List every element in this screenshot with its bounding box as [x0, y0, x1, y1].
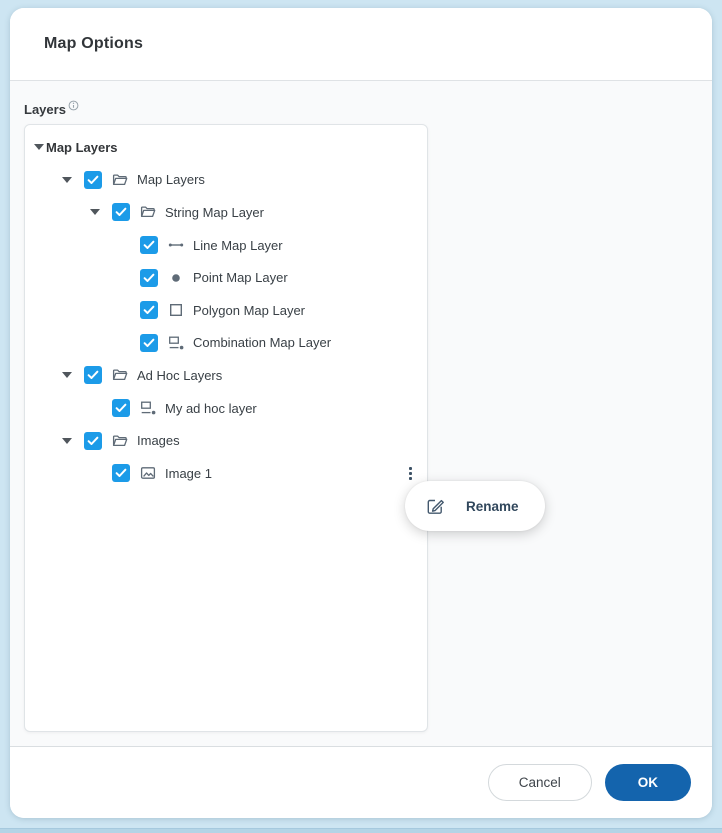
expander-icon[interactable] — [90, 209, 112, 216]
tree-row-label: My ad hoc layer — [165, 400, 257, 416]
expander-icon[interactable] — [62, 176, 84, 183]
tree-row-label: String Map Layer — [165, 204, 264, 220]
checkbox[interactable] — [112, 203, 130, 222]
checkbox[interactable] — [140, 301, 158, 320]
dialog-title: Map Options — [44, 35, 144, 52]
tree-row-line-map-layer[interactable]: Line Map Layer — [25, 229, 427, 262]
tree-row-label: Point Map Layer — [193, 270, 288, 286]
tree-row-image-1[interactable]: Image 1 — [25, 457, 427, 490]
tree-row-map-layers[interactable]: Map Layers — [25, 164, 427, 197]
point-icon — [167, 269, 185, 287]
folder-icon — [111, 366, 129, 384]
dialog-header: Map Options — [10, 8, 712, 81]
folder-icon — [139, 203, 157, 221]
checkbox[interactable] — [84, 366, 102, 385]
ok-button[interactable]: OK — [604, 764, 691, 801]
checkbox[interactable] — [140, 333, 158, 352]
folder-icon — [111, 171, 129, 189]
tree-row-point-map-layer[interactable]: Point Map Layer — [25, 261, 427, 294]
tree-row-ad-hoc-layers[interactable]: Ad Hoc Layers — [25, 359, 427, 392]
rename-label: Rename — [466, 498, 519, 514]
expander-icon[interactable] — [34, 144, 46, 151]
kebab-menu-icon[interactable] — [407, 465, 414, 482]
polygon-icon — [167, 301, 185, 319]
checkbox[interactable] — [112, 399, 130, 418]
checkbox[interactable] — [84, 170, 102, 189]
layers-label-row: Layers — [24, 100, 712, 117]
checkbox[interactable] — [140, 236, 158, 255]
checkbox[interactable] — [112, 464, 130, 483]
tree-row-label: Line Map Layer — [193, 237, 283, 253]
combination-icon — [139, 399, 157, 417]
cancel-button[interactable]: Cancel — [487, 764, 592, 801]
tree-row-polygon-map-layer[interactable]: Polygon Map Layer — [25, 294, 427, 327]
tree-row-images[interactable]: Images — [25, 424, 427, 457]
info-icon[interactable] — [68, 100, 79, 111]
checkbox[interactable] — [140, 268, 158, 287]
rename-menu-item[interactable]: Rename — [405, 481, 545, 531]
tree-row-label: Polygon Map Layer — [193, 302, 306, 318]
tree-row-label: Map Layers — [137, 172, 205, 188]
tree-row-label: Combination Map Layer — [193, 335, 332, 351]
layers-label: Layers — [24, 102, 66, 117]
dialog-footer: Cancel OK — [10, 746, 712, 818]
rename-context-menu: Rename — [405, 481, 545, 531]
checkbox[interactable] — [84, 431, 102, 450]
edit-icon — [425, 496, 445, 516]
expander-icon[interactable] — [62, 372, 84, 379]
line-icon — [167, 236, 185, 254]
tree-row-label: Image 1 — [165, 465, 212, 481]
folder-icon — [111, 432, 129, 450]
image-icon — [139, 464, 157, 482]
page-bottom-edge — [0, 828, 722, 833]
tree-row-label: Ad Hoc Layers — [137, 367, 223, 383]
combination-icon — [167, 334, 185, 352]
tree-row-string-map-layer[interactable]: String Map Layer — [25, 196, 427, 229]
tree-row-my-ad-hoc-layer[interactable]: My ad hoc layer — [25, 392, 427, 425]
tree-row-label: Images — [137, 433, 180, 449]
expander-icon[interactable] — [62, 437, 84, 444]
tree-root-row[interactable]: Map Layers — [25, 131, 427, 164]
tree-row-combination-map-layer[interactable]: Combination Map Layer — [25, 327, 427, 360]
tree-root-label: Map Layers — [46, 139, 118, 155]
